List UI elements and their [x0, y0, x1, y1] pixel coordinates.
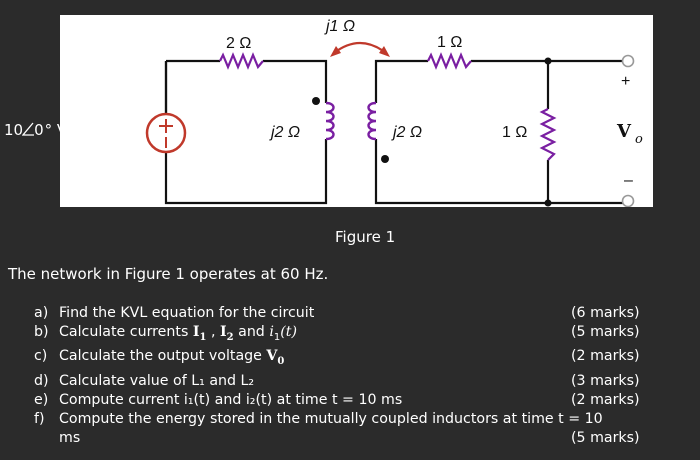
label-resistor-1ohm-shunt: 1 Ω — [502, 124, 527, 141]
question-letter: c) — [34, 348, 48, 365]
label-output-v: V — [616, 121, 632, 142]
question-e: e) Compute current i₁(t) and i₂(t) at tim… — [34, 391, 674, 410]
junction-bottom — [544, 199, 552, 207]
figure-caption: Figure 1 — [335, 228, 396, 246]
symbol-V: V — [266, 348, 278, 365]
voltage-source — [145, 112, 187, 154]
question-letter: a) — [34, 305, 49, 321]
question-text: Find the KVL equation for the circuit — [59, 305, 315, 321]
symbol-sub: 0 — [277, 356, 285, 368]
inductor-right — [367, 101, 377, 141]
symbol-sub: 1 — [273, 332, 281, 344]
label-resistor-2ohm: 2 Ω — [226, 35, 251, 52]
question-letter: e) — [34, 391, 49, 408]
label-mutual: j1 Ω — [324, 18, 355, 35]
question-marks: (3 marks) — [571, 372, 640, 389]
circuit-diagram: 2 Ω j1 Ω j2 Ω j2 Ω 1 Ω 1 Ω + – V o — [145, 18, 643, 207]
junction-top — [544, 57, 552, 65]
question-marks: (5 marks) — [571, 324, 640, 341]
angle-symbol — [22, 122, 35, 136]
question-list: a)Find the KVL equation for the circuit … — [34, 304, 674, 449]
question-b: b)Calculate currents I1 , I2 and i1(t) (… — [34, 323, 674, 347]
label-output-plus: + — [621, 73, 630, 90]
question-d: d) Calculate value of L₁ and L₂ (3 marks) — [34, 372, 674, 391]
circuit-figure: 2 Ω j1 Ω j2 Ω j2 Ω 1 Ω 1 Ω + – V o — [60, 15, 653, 207]
label-output-v-sub: o — [635, 132, 643, 147]
label-output-minus: – — [624, 172, 633, 189]
question-a: a)Find the KVL equation for the circuit … — [34, 304, 674, 323]
terminal-bottom — [621, 194, 635, 207]
mutual-coupling-arrow — [330, 41, 390, 57]
question-text-cont: ms — [59, 430, 81, 447]
source-magnitude: 10 — [4, 121, 24, 139]
question-c: c) Calculate the output voltage V0 (2 mar… — [34, 347, 674, 371]
source-angle: 0 — [34, 121, 44, 139]
label-inductor-right: j2 Ω — [391, 124, 422, 141]
question-f-continuation: ms (5 marks) — [34, 429, 674, 448]
resistor-1ohm-series — [427, 52, 472, 70]
question-text: Calculate value of L₁ and L₂ — [59, 372, 255, 389]
terminal-top — [621, 54, 635, 68]
question-text: Calculate currents — [59, 324, 193, 341]
symbol-I: I — [192, 324, 200, 341]
label-resistor-1ohm-series: 1 Ω — [437, 34, 462, 51]
separator: , — [206, 324, 220, 341]
question-marks: (5 marks) — [571, 430, 640, 447]
symbol-sub: 1 — [199, 332, 207, 344]
symbol-tail: (t) — [280, 324, 298, 341]
source-value-label: 10 0° V — [4, 121, 67, 139]
question-f: f) Compute the energy stored in the mutua… — [34, 410, 674, 429]
question-text: Calculate the output voltage — [59, 348, 267, 365]
question-text: Compute current i₁(t) and i₂(t) at time … — [59, 391, 403, 408]
symbol-sub: 2 — [226, 332, 234, 344]
question-marks: (2 marks) — [571, 391, 640, 408]
question-text: Compute the energy stored in the mutuall… — [59, 411, 603, 428]
inductor-left — [325, 101, 335, 141]
resistor-1ohm-shunt — [539, 108, 557, 161]
intro-text: The network in Figure 1 operates at 60 H… — [8, 265, 329, 283]
symbol-i: i — [269, 324, 274, 341]
question-marks: (6 marks) — [571, 305, 640, 321]
dot-right — [381, 155, 389, 163]
source-unit: ° V — [44, 121, 68, 139]
dot-left — [312, 97, 320, 105]
question-letter: b) — [34, 324, 49, 341]
question-letter: f) — [34, 411, 45, 428]
phasor-angle: 0 — [22, 121, 45, 139]
separator: and — [233, 324, 270, 341]
resistor-2ohm — [219, 52, 264, 70]
label-inductor-left: j2 Ω — [269, 124, 300, 141]
left-loop-wires — [164, 59, 328, 205]
question-letter: d) — [34, 372, 49, 389]
symbol-I: I — [220, 324, 227, 341]
question-marks: (2 marks) — [571, 348, 640, 365]
